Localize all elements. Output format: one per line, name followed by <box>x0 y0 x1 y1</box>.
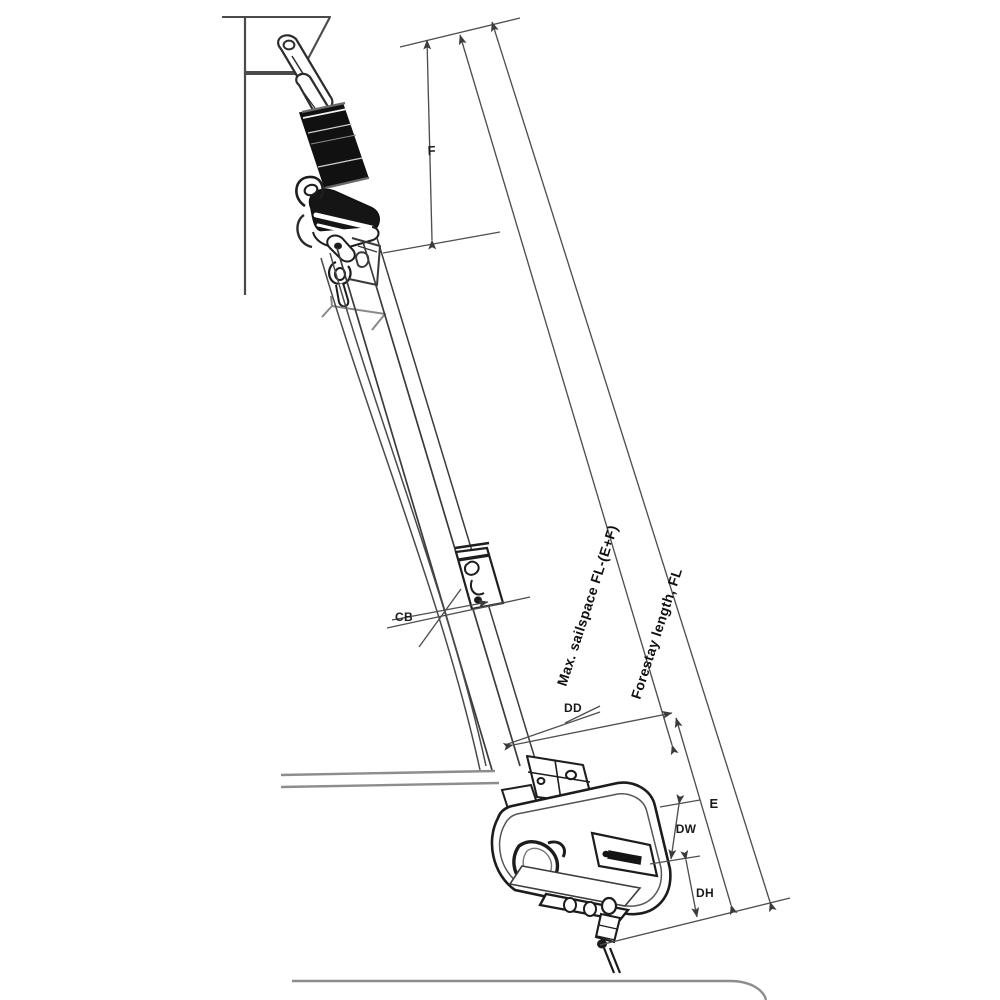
label-cb: CB <box>395 610 413 624</box>
label-f: F <box>427 143 436 158</box>
dim-dh-line <box>680 849 700 918</box>
dim-dw-line <box>668 794 685 860</box>
label-e: E <box>710 796 719 811</box>
leader-dd-tick <box>564 705 601 724</box>
dim-dd-line <box>502 710 673 751</box>
pulpit-rail <box>280 769 500 789</box>
dim-e-line <box>674 717 738 916</box>
dim-cb-line <box>391 599 489 621</box>
dimension-lines <box>382 17 791 946</box>
sail-head-plate <box>321 295 386 331</box>
extension-line-dw <box>659 799 701 808</box>
label-dh: DH <box>696 886 714 900</box>
extension-line-top <box>399 17 521 48</box>
halyard-line <box>320 252 487 771</box>
label-forestay-length: Forestay length, FL <box>628 566 685 701</box>
dim-sailspace-line <box>458 34 679 756</box>
dim-f-line <box>423 39 437 250</box>
furling-drum-unit <box>490 754 672 922</box>
swage-terminal <box>298 101 370 190</box>
label-max-sailspace: Max. sailspace FL-(E+F) <box>554 523 621 688</box>
foil-connector <box>454 541 505 611</box>
leader-cb-tick <box>418 588 462 648</box>
extension-line-swivel <box>382 231 501 254</box>
deck-line <box>292 979 768 1000</box>
label-dw: DW <box>676 822 697 836</box>
extension-line-dd <box>504 711 601 746</box>
extrusion-foil <box>336 237 537 771</box>
halyard-swivel <box>295 175 381 308</box>
label-dd: DD <box>564 701 582 715</box>
turnbuckle-lower-terminal <box>594 912 622 974</box>
masthead-crane-fitting <box>222 15 332 295</box>
